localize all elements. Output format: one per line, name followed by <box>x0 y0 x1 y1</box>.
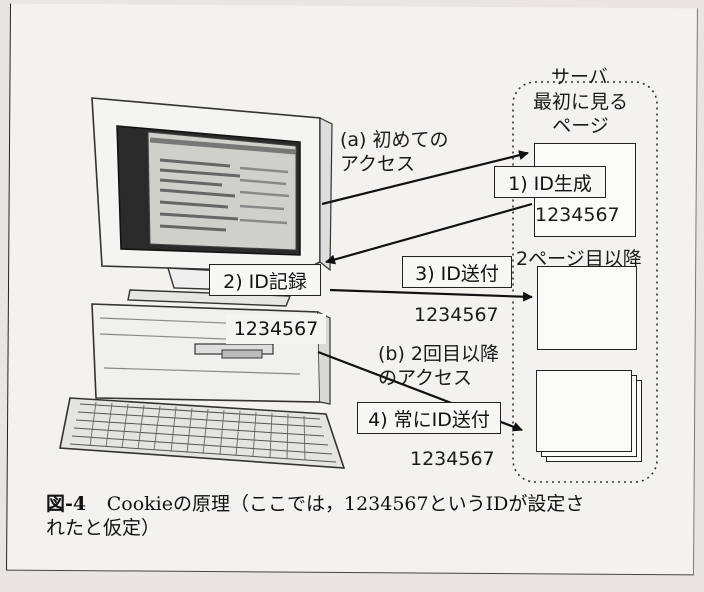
caption-text: Cookieの原理（ここでは，1234567というIDが設定さ れたと仮定） <box>46 493 585 539</box>
first-access-label: (a) 初めての アクセス <box>340 129 449 175</box>
second-access-label: (b) 2回目以降 のアクセス <box>378 343 500 389</box>
id-sent-value: 1234567 <box>414 304 499 326</box>
step4-always-send: 4) 常にID送付 <box>357 402 501 434</box>
later-page-document <box>537 266 637 350</box>
arrow-id-return <box>325 202 533 265</box>
keyboard <box>59 397 346 469</box>
server-region <box>512 81 658 483</box>
step1-id-generate: 1) ID生成 <box>494 166 606 198</box>
page-stack-front <box>536 370 632 452</box>
arrow-first-access <box>321 150 529 206</box>
step2-id-record: 2) ID記録 <box>209 264 321 296</box>
figure-caption: 図-4 Cookieの原理（ここでは，1234567というIDが設定さ れたと仮… <box>46 492 584 540</box>
server-title: サーバ <box>551 66 608 88</box>
id-always-sent-value: 1234567 <box>410 448 495 470</box>
arrow-id-send-page2 <box>329 288 533 302</box>
id-stored-value: 1234567 <box>226 314 326 344</box>
step3-id-send: 3) ID送付 <box>402 256 512 288</box>
caption-label: 図-4 <box>46 493 87 515</box>
monitor-side <box>319 117 333 272</box>
later-pages-label: 2ページ目以降 <box>516 248 642 270</box>
first-page-label: 最初に見る ページ <box>533 91 629 137</box>
id-generated-value: 1234567 <box>535 204 620 226</box>
